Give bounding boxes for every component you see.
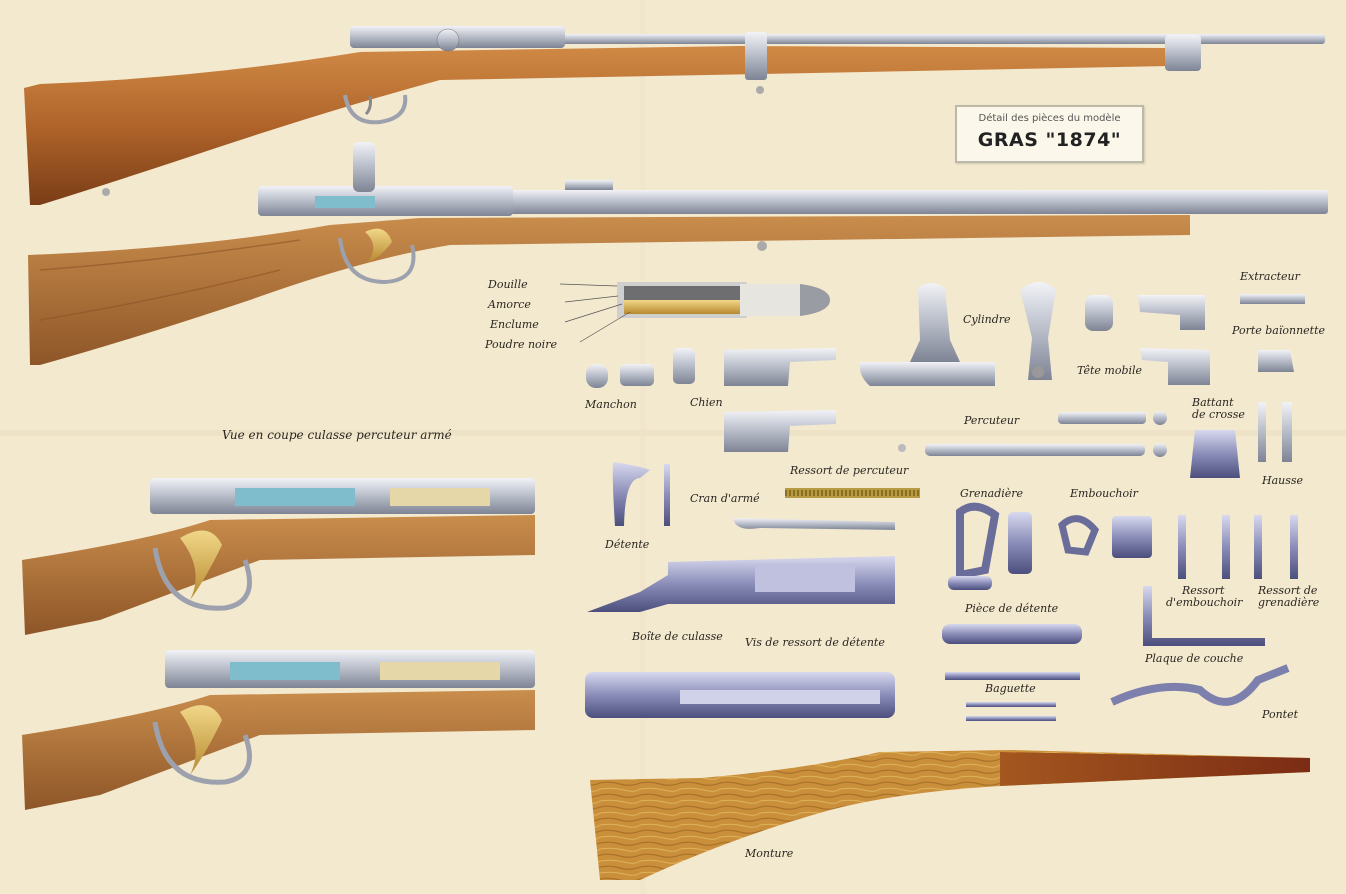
section-label: Vue en coupe culasse percuteur armé bbox=[222, 428, 452, 442]
label-cylindre: Cylindre bbox=[963, 313, 1011, 326]
section-view-upper bbox=[22, 478, 535, 635]
label-baguette: Baguette bbox=[985, 682, 1036, 695]
label-ressort-embouchoir-2: d'embouchoir bbox=[1166, 596, 1243, 609]
label-boite-de-culasse: Boîte de culasse bbox=[632, 630, 723, 643]
cartridge-cutaway bbox=[559, 282, 830, 343]
label-vis-de-ressort: Vis de ressort de détente bbox=[745, 636, 885, 649]
label-hausse: Hausse bbox=[1262, 474, 1304, 487]
label-douille: Douille bbox=[488, 278, 528, 291]
label-battant-2: de crosse bbox=[1192, 408, 1245, 421]
label-piece-de-detente: Pièce de détente bbox=[965, 602, 1059, 615]
label-pontet: Pontet bbox=[1262, 708, 1299, 721]
label-poudre-noire: Poudre noire bbox=[485, 338, 557, 351]
label-porte-baionnette: Porte baïonnette bbox=[1232, 324, 1326, 337]
label-manchon: Manchon bbox=[585, 398, 637, 411]
title-main: GRAS "1874" bbox=[977, 129, 1122, 151]
label-embouchoir: Embouchoir bbox=[1070, 487, 1138, 500]
label-amorce: Amorce bbox=[488, 298, 531, 311]
full-rifle-illustration bbox=[24, 26, 1325, 205]
label-battant-1: Battant bbox=[1192, 396, 1234, 409]
label-plaque-de-couche: Plaque de couche bbox=[1145, 652, 1244, 665]
section-view-lower bbox=[22, 650, 535, 810]
bolt-parts bbox=[586, 282, 1305, 530]
label-cran-d-arme: Cran d'armé bbox=[690, 492, 760, 505]
label-tete-mobile: Tête mobile bbox=[1077, 364, 1143, 377]
label-enclume: Enclume bbox=[490, 318, 539, 331]
stock-illustration bbox=[590, 750, 1310, 880]
label-ressort-de-percuteur: Ressort de percuteur bbox=[790, 464, 909, 477]
title-box: Détail des pièces du modèle GRAS "1874" bbox=[955, 105, 1144, 163]
label-percuteur: Percuteur bbox=[964, 414, 1020, 427]
title-subtitle: Détail des pièces du modèle bbox=[978, 113, 1121, 124]
label-extracteur: Extracteur bbox=[1240, 270, 1300, 283]
blued-parts bbox=[585, 462, 1298, 721]
label-ressort-grenadiere-1: Ressort de bbox=[1258, 584, 1318, 597]
label-monture: Monture bbox=[745, 847, 794, 860]
cutaway-rifle-illustration bbox=[28, 142, 1328, 365]
label-ressort-embouchoir-1: Ressort bbox=[1182, 584, 1225, 597]
label-grenadiere: Grenadière bbox=[960, 487, 1024, 500]
label-chien: Chien bbox=[690, 396, 723, 409]
label-ressort-grenadiere-2: grenadière bbox=[1258, 596, 1320, 609]
label-detente: Détente bbox=[605, 538, 650, 551]
